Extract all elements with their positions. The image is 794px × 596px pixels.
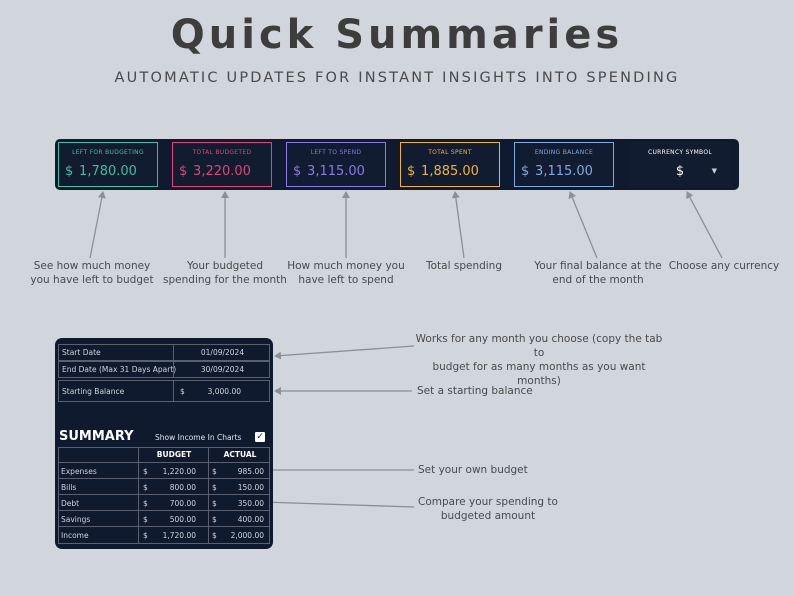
callout-compare: Compare your spending to budgeted amount	[418, 496, 558, 522]
card-left-to-spend: LEFT TO SPEND $ 3,115.00	[286, 142, 386, 187]
callout-dates: Works for any month you choose (copy the…	[415, 333, 663, 387]
card-value: 1,780.00	[79, 164, 137, 179]
card-ending-balance: ENDING BALANCE $ 3,115.00	[514, 142, 614, 187]
starting-balance-row: Starting Balance $ 3,000.00	[58, 380, 270, 402]
actual-cell: 985.00	[237, 467, 264, 476]
arrow-left-for-budgeting	[89, 191, 106, 259]
start-date-label: Start Date	[62, 348, 101, 357]
actual-cell: 350.00	[237, 499, 264, 508]
callout-balance: Set a starting balance	[417, 385, 533, 397]
page-title: Quick Summaries	[170, 12, 624, 58]
chevron-down-icon[interactable]: ▼	[711, 167, 717, 175]
card-label: LEFT TO SPEND	[310, 149, 362, 156]
card-currency: $	[179, 164, 188, 179]
row-category: Income	[61, 531, 89, 540]
actual-currency: $	[212, 483, 217, 492]
table-row: Bills $ 800.00 $ 150.00	[59, 479, 269, 495]
budget-cell[interactable]: 800.00	[169, 483, 196, 492]
arrow-compare	[261, 498, 415, 508]
summary-table-header: BUDGET ACTUAL	[59, 448, 269, 463]
check-icon: ✓	[256, 432, 264, 442]
starting-balance-field[interactable]: 3,000.00	[207, 387, 241, 396]
card-total-spent: TOTAL SPENT $ 1,885.00	[400, 142, 500, 187]
summary-table: BUDGET ACTUAL Expenses $ 1,220.00 $ 985.…	[58, 447, 270, 544]
card-currency: $	[407, 164, 416, 179]
dashboard-panel: Start Date 01/09/2024 End Date (Max 31 D…	[55, 338, 273, 549]
budget-currency: $	[143, 483, 148, 492]
card-currency: $	[293, 164, 302, 179]
callout-budget: Set your own budget	[418, 464, 528, 476]
card-currency: $	[65, 164, 74, 179]
end-date-field[interactable]: 30/09/2024	[200, 365, 245, 374]
starting-balance-currency: $	[180, 387, 185, 396]
callout-left-to-spend: How much money you have left to spend	[287, 260, 405, 286]
card-label: TOTAL BUDGETED	[192, 149, 252, 156]
budget-cell[interactable]: 1,720.00	[162, 531, 196, 540]
show-income-label: Show Income In Charts	[155, 433, 242, 442]
start-date-field[interactable]: 01/09/2024	[200, 348, 245, 357]
card-value: 3,115.00	[307, 164, 365, 179]
arrow-ending-balance	[568, 191, 598, 259]
card-value: 3,115.00	[535, 164, 593, 179]
table-row: Expenses $ 1,220.00 $ 985.00	[59, 463, 269, 479]
summary-bar: LEFT FOR BUDGETING $ 1,780.00 TOTAL BUDG…	[55, 139, 739, 190]
card-value: 3,220.00	[193, 164, 251, 179]
card-total-budgeted: TOTAL BUDGETED $ 3,220.00	[172, 142, 272, 187]
budget-currency: $	[143, 499, 148, 508]
callout-currency: Choose any currency	[668, 260, 780, 272]
end-date-row: End Date (Max 31 Days Apart) 30/09/2024	[58, 361, 270, 378]
actual-currency: $	[212, 467, 217, 476]
card-left-for-budgeting: LEFT FOR BUDGETING $ 1,780.00	[58, 142, 158, 187]
budget-currency: $	[143, 515, 148, 524]
actual-header: ACTUAL	[223, 450, 257, 459]
currency-symbol-select[interactable]: CURRENCY SYMBOL $ ▼	[628, 142, 732, 187]
row-category: Expenses	[61, 467, 97, 476]
end-date-label: End Date (Max 31 Days Apart)	[62, 365, 177, 374]
page-subtitle: AUTOMATIC UPDATES FOR INSTANT INSIGHTS I…	[114, 70, 680, 86]
card-label: LEFT FOR BUDGETING	[72, 149, 144, 156]
actual-cell: 2,000.00	[230, 531, 264, 540]
show-income-checkbox[interactable]: ✓	[255, 432, 265, 442]
actual-currency: $	[212, 531, 217, 540]
callout-left-for-budgeting: See how much money you have left to budg…	[30, 260, 154, 286]
actual-currency: $	[212, 499, 217, 508]
row-category: Bills	[61, 483, 77, 492]
table-row: Income $ 1,720.00 $ 2,000.00	[59, 527, 269, 543]
arrow-dates	[274, 345, 415, 360]
budget-cell[interactable]: 1,220.00	[162, 467, 196, 476]
row-category: Savings	[61, 515, 91, 524]
actual-cell: 150.00	[237, 483, 264, 492]
budget-header: BUDGET	[156, 450, 192, 459]
arrow-currency	[686, 191, 723, 259]
card-label: ENDING BALANCE	[534, 149, 594, 156]
budget-currency: $	[143, 467, 148, 476]
card-value: 1,885.00	[421, 164, 479, 179]
card-label: CURRENCY SYMBOL	[647, 149, 713, 156]
row-category: Debt	[61, 499, 80, 508]
summary-title: SUMMARY	[59, 429, 134, 444]
start-date-row: Start Date 01/09/2024	[58, 344, 270, 361]
currency-symbol-value: $	[675, 164, 685, 179]
actual-currency: $	[212, 515, 217, 524]
table-row: Debt $ 700.00 $ 350.00	[59, 495, 269, 511]
table-row: Savings $ 500.00 $ 400.00	[59, 511, 269, 527]
budget-cell[interactable]: 700.00	[169, 499, 196, 508]
budget-currency: $	[143, 531, 148, 540]
budget-cell[interactable]: 500.00	[169, 515, 196, 524]
callout-total-spent: Total spending	[425, 260, 502, 272]
card-label: TOTAL SPENT	[428, 149, 472, 156]
actual-cell: 400.00	[237, 515, 264, 524]
arrow-total-spent	[451, 191, 465, 259]
starting-balance-label: Starting Balance	[62, 387, 125, 396]
callout-ending-balance: Your final balance at the end of the mon…	[534, 260, 662, 286]
card-currency: $	[521, 164, 530, 179]
callout-total-budgeted: Your budgeted spending for the month	[163, 260, 287, 286]
